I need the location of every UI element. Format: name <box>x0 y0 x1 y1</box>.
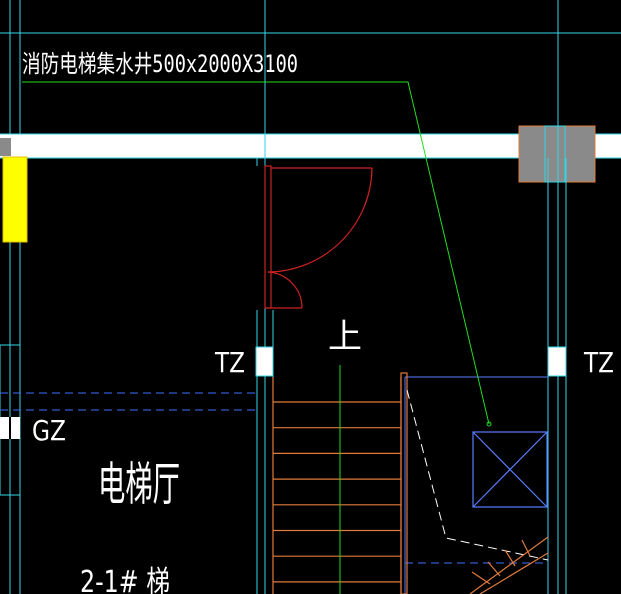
column-label-left: TZ <box>214 346 245 379</box>
stair-up-label: 上 <box>328 317 362 357</box>
door-swing <box>264 165 373 309</box>
column-label-right: TZ <box>583 346 614 379</box>
right-gray-column <box>518 125 596 183</box>
annotation-leader-line <box>22 81 490 425</box>
sump-pit-symbol <box>472 431 548 508</box>
main-wall-band <box>0 134 621 158</box>
room-name-label: 电梯厅 <box>98 457 180 511</box>
tz-column-right <box>547 346 567 377</box>
right-gray-column-inner <box>544 125 566 183</box>
yellow-column-block <box>2 156 28 243</box>
leader-end-dot <box>486 421 492 427</box>
lower-stair-flight <box>469 536 549 594</box>
wall-column-label: GZ <box>32 414 66 447</box>
stair-treads <box>272 372 408 594</box>
tz-column-left <box>255 346 274 377</box>
left-gray-cap <box>0 138 11 156</box>
stair-name-label: 2-1# 梯 <box>80 565 170 594</box>
annotation-text: 消防电梯集水井500x2000X3100 <box>22 50 298 78</box>
